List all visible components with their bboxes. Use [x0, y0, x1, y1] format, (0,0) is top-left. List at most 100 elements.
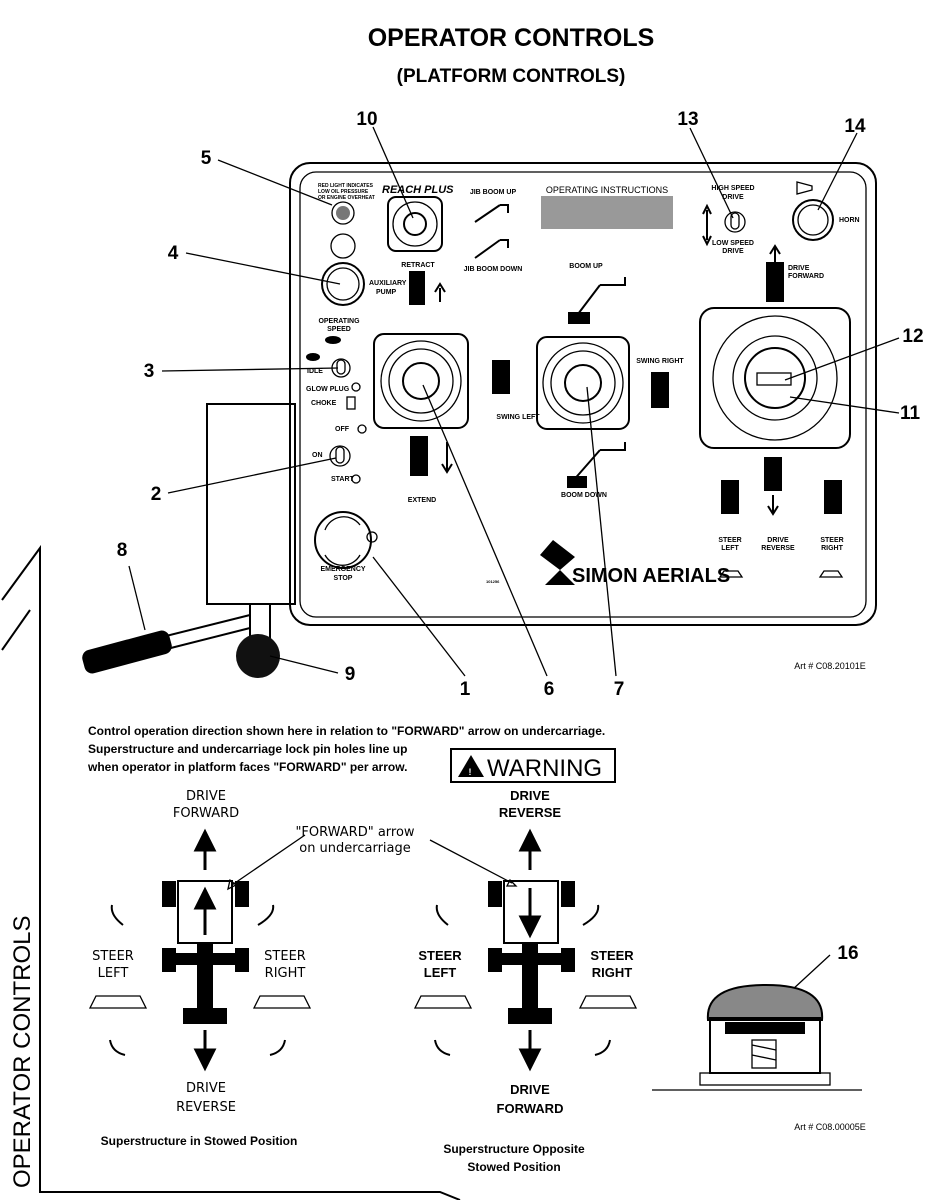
pedal-icon [718, 570, 744, 578]
vehicle-extend-icon [410, 436, 428, 476]
side-tab-label: OPERATOR CONTROLS [9, 916, 36, 1188]
throttle-handle[interactable] [80, 629, 173, 675]
diagram-caption: Superstructure Opposite [443, 1142, 585, 1156]
diagram-label: STEER [590, 948, 634, 963]
drive-steer-joystick[interactable] [699, 307, 851, 449]
diagram-label: LEFT [98, 966, 129, 981]
extend-label: EXTEND [408, 497, 436, 504]
callout-9: 9 [345, 664, 356, 685]
note-line: Control operation direction shown here i… [88, 724, 605, 738]
jib-boom-up-icon [474, 204, 509, 223]
art-number: Art # C08.00005E [794, 1122, 866, 1132]
page-title: OPERATOR CONTROLS [368, 24, 655, 52]
callout-leaders [128, 126, 900, 677]
boom-up-vehicle-icon [568, 312, 590, 324]
callout-16: 16 [837, 943, 858, 964]
operating-instructions-label: OPERATING INSTRUCTIONS [546, 185, 668, 195]
idle-label: IDLE [307, 368, 323, 375]
callout-6: 6 [544, 679, 555, 700]
warning-label: WARNING [487, 755, 602, 782]
diagram-caption: Stowed Position [467, 1160, 560, 1174]
operating-speed-label: SPEED [327, 326, 351, 333]
horn-button[interactable] [792, 199, 834, 241]
steer-left-label: STEER [718, 537, 741, 544]
diagram-label: LEFT [424, 965, 457, 980]
diagram-label: RIGHT [592, 965, 633, 980]
boom-up-icon [574, 277, 626, 319]
key-off-icon [357, 424, 367, 434]
callout-11: 11 [900, 403, 921, 424]
diagram-label: STEER [418, 948, 462, 963]
callout-12: 12 [902, 326, 923, 347]
callout-1: 1 [460, 679, 471, 700]
indicator-text: RED LIGHT INDICATES [318, 183, 374, 189]
steer-right-icon [824, 480, 842, 514]
warning-light: RED LIGHT INDICATES LOW OIL PRESSURE OR … [318, 183, 375, 225]
diagram-opposite: DRIVE REVERSE STEER LEFT STEER RIGHT DRI… [413, 788, 638, 1174]
diagram-label: FORWARD [497, 1101, 564, 1116]
foot-switch-detail [652, 954, 862, 1091]
auxiliary-pump-label: PUMP [376, 289, 397, 296]
diagram-label: DRIVE [510, 1082, 550, 1097]
choke-icon [346, 396, 356, 410]
boom-extend-swing-joystick[interactable] [373, 333, 469, 429]
drive-forward-label: FORWARD [788, 273, 824, 280]
up-down-arrow-icon [702, 203, 712, 247]
callout-2: 2 [151, 484, 162, 505]
swing-right-label: SWING RIGHT [636, 358, 684, 365]
boom-down-label: BOOM DOWN [561, 492, 607, 499]
simon-logo-icon [540, 540, 575, 585]
on-label: ON [312, 452, 323, 459]
indicator-text: OR ENGINE OVERHEAT [318, 195, 375, 201]
callout-13: 13 [677, 109, 698, 130]
diagram-label: DRIVE [510, 788, 550, 803]
control-panel [289, 162, 877, 626]
swing-left-label: SWING LEFT [496, 414, 540, 421]
steer-right-label: RIGHT [821, 545, 844, 552]
callout-10: 10 [356, 109, 377, 130]
boom-up-label: BOOM UP [569, 263, 603, 270]
jib-boom-up-label: JIB BOOM UP [470, 189, 517, 196]
diagram-stowed: DRIVE FORWARD STEER LEFT STEER RIGHT DRI… [88, 789, 312, 1148]
callout-numbers: 1 2 3 4 5 6 7 8 9 10 11 12 13 14 16 [117, 109, 924, 964]
emergency-stop-label: EMERGENCY [320, 566, 365, 573]
drive-forward-label: DRIVE [788, 265, 810, 272]
drive-speed-toggle[interactable] [724, 211, 746, 233]
emergency-stop-button[interactable] [314, 511, 372, 569]
boom-lift-swing-joystick[interactable] [536, 336, 630, 430]
diagram-label: FORWARD [173, 806, 239, 821]
forward-arrow-label: on undercarriage [299, 841, 411, 856]
knob[interactable] [236, 634, 280, 678]
platform-bracket [149, 403, 296, 653]
callout-5: 5 [201, 148, 212, 169]
note-line: Superstructure and undercarriage lock pi… [88, 742, 407, 756]
diagram-label: DRIVE [186, 1081, 226, 1096]
jib-boom-down-label: JIB BOOM DOWN [464, 266, 523, 273]
callout-4: 4 [168, 243, 179, 264]
diagram-caption: Superstructure in Stowed Position [101, 1134, 298, 1148]
diagram-label: REVERSE [499, 805, 561, 820]
drive-forward-icon [766, 262, 784, 302]
drive-reverse-label: REVERSE [761, 545, 795, 552]
pedal-icon [818, 570, 844, 578]
ignition-switch[interactable] [329, 445, 351, 467]
vehicle-retract-icon [409, 271, 425, 305]
steer-left-label: LEFT [721, 545, 739, 552]
part-number: 101256 [486, 579, 500, 584]
horn-icon [796, 181, 813, 195]
diagram-label: STEER [92, 949, 134, 964]
auxiliary-pump-button[interactable] [321, 262, 365, 306]
page-subtitle: (PLATFORM CONTROLS) [397, 66, 626, 87]
callout-14: 14 [844, 116, 866, 137]
retract-label: RETRACT [401, 262, 435, 269]
diagram-label: REVERSE [176, 1100, 236, 1115]
brand-logo: SIMON AERIALS [572, 565, 730, 587]
arrow-up-icon [434, 282, 446, 302]
diagram-label: DRIVE [186, 789, 226, 804]
reach-plus-joystick[interactable] [387, 196, 443, 252]
diagram-label: RIGHT [265, 966, 306, 981]
reach-plus-label: REACH PLUS [382, 184, 454, 196]
callout-3: 3 [144, 361, 155, 382]
arrow-up-icon [769, 244, 781, 262]
